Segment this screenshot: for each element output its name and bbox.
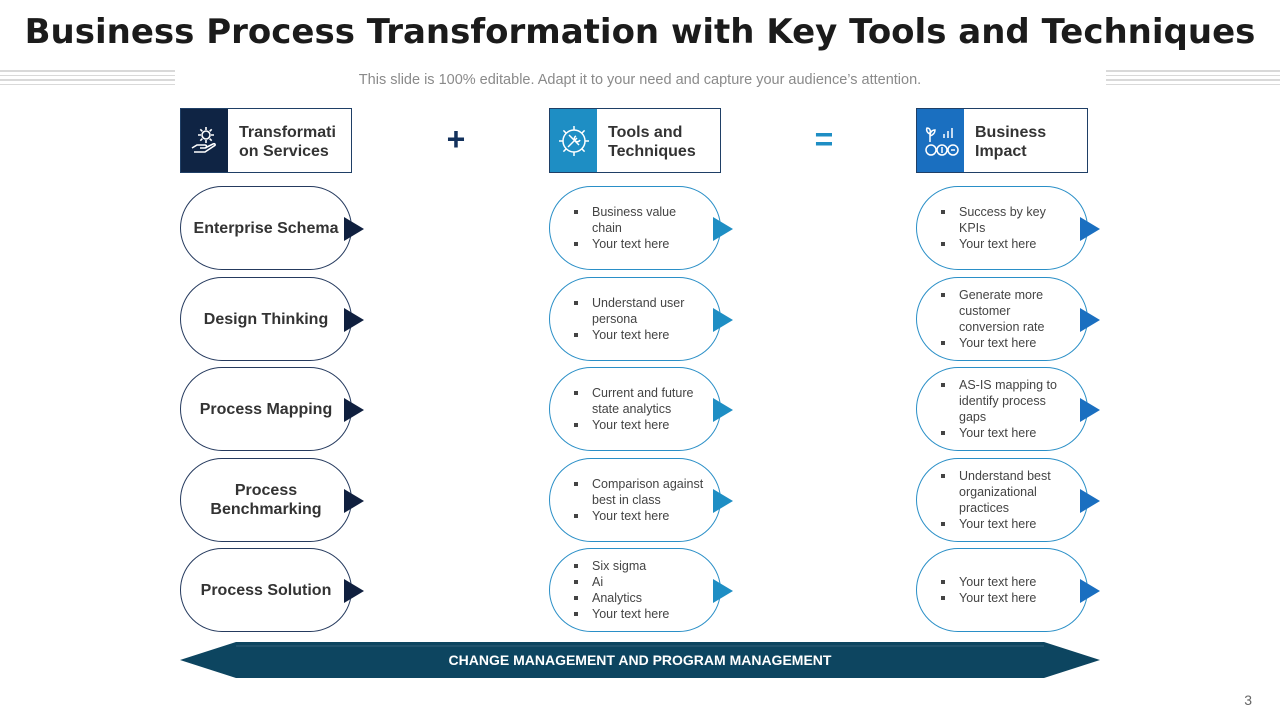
- bullet-list: Business value chain Your text here: [572, 187, 706, 269]
- bullet-item: Your text here: [939, 516, 1073, 532]
- arrow-right-icon: [1080, 308, 1100, 332]
- bullet-item: Your text here: [572, 236, 706, 252]
- gear-hand-icon: [181, 109, 228, 172]
- arrow-right-icon: [1080, 217, 1100, 241]
- bullet-item: Ai: [572, 574, 706, 590]
- service-label: Process Mapping: [199, 400, 333, 418]
- bullet-item: Your text here: [939, 574, 1073, 590]
- arrow-right-icon: [713, 579, 733, 603]
- double-arrow-shape: [180, 642, 1100, 678]
- slide-title: Business Process Transformation with Key…: [24, 12, 1256, 52]
- bullet-item: Generate more customer conversion rate: [939, 287, 1073, 335]
- bullet-item: Your text here: [939, 335, 1073, 351]
- impact-pill: Success by key KPIs Your text here: [916, 186, 1100, 270]
- arrow-right-icon: [713, 398, 733, 422]
- tools-pill: Current and future state analytics Your …: [549, 367, 733, 451]
- bullet-list: Your text here Your text here: [939, 549, 1073, 631]
- impact-pill: Your text here Your text here: [916, 548, 1100, 632]
- bullet-item: Your text here: [572, 327, 706, 343]
- decorative-lines-right: [1106, 70, 1280, 89]
- arrow-right-icon: [713, 489, 733, 513]
- banner-label: CHANGE MANAGEMENT AND PROGRAM MANAGEMENT: [448, 652, 832, 668]
- arrow-right-icon: [1080, 489, 1100, 513]
- arrow-right-icon: [713, 308, 733, 332]
- service-pill: Process Benchmarking: [180, 458, 364, 542]
- equals-operator-icon: =: [814, 121, 834, 157]
- bullet-item: Success by key KPIs: [939, 204, 1073, 236]
- header-transformation-services: Transformati on Services: [180, 108, 352, 173]
- growth-coins-icon: [917, 109, 964, 172]
- arrow-right-icon: [344, 308, 364, 332]
- bullet-item: Your text here: [939, 425, 1073, 441]
- bullet-list: Success by key KPIs Your text here: [939, 187, 1073, 269]
- plus-operator-icon: +: [446, 121, 466, 157]
- service-label: Process Solution: [200, 581, 332, 599]
- change-management-banner: CHANGE MANAGEMENT AND PROGRAM MANAGEMENT: [180, 642, 1100, 678]
- bullet-item: Six sigma: [572, 558, 706, 574]
- bullet-item: Your text here: [572, 606, 706, 622]
- tools-pill: Understand user persona Your text here: [549, 277, 733, 361]
- service-pill: Design Thinking: [180, 277, 364, 361]
- bullet-list: Generate more customer conversion rate Y…: [939, 278, 1073, 360]
- bullet-list: Comparison against best in class Your te…: [572, 459, 706, 541]
- bullet-item: Your text here: [939, 590, 1073, 606]
- bullet-item: Your text here: [572, 417, 706, 433]
- arrow-right-icon: [344, 217, 364, 241]
- bullet-list: Understand user persona Your text here: [572, 278, 706, 360]
- arrow-right-icon: [1080, 579, 1100, 603]
- bullet-item: AS-IS mapping to identify process gaps: [939, 377, 1073, 425]
- bullet-list: Current and future state analytics Your …: [572, 368, 706, 450]
- impact-pill: Generate more customer conversion rate Y…: [916, 277, 1100, 361]
- bullet-item: Understand best organizational practices: [939, 468, 1073, 516]
- header-tools-techniques: Tools and Techniques: [549, 108, 721, 173]
- header-label: Transformati on Services: [239, 124, 336, 160]
- bullet-list: Understand best organizational practices…: [939, 459, 1073, 541]
- bullet-item: Your text here: [572, 508, 706, 524]
- bullet-item: Current and future state analytics: [572, 385, 706, 417]
- arrow-right-icon: [1080, 398, 1100, 422]
- service-label: Design Thinking: [203, 310, 329, 328]
- service-label: Process Benchmarking: [210, 482, 322, 518]
- tools-pill: Business value chain Your text here: [549, 186, 733, 270]
- service-pill: Enterprise Schema: [180, 186, 364, 270]
- bullet-item: Understand user persona: [572, 295, 706, 327]
- arrow-right-icon: [344, 579, 364, 603]
- arrow-right-icon: [713, 217, 733, 241]
- service-pill: Process Solution: [180, 548, 364, 632]
- bullet-list: AS-IS mapping to identify process gaps Y…: [939, 368, 1073, 450]
- decorative-lines-left: [0, 70, 175, 89]
- bullet-item: Comparison against best in class: [572, 476, 706, 508]
- arrow-right-icon: [344, 489, 364, 513]
- header-label: Business Impact: [975, 124, 1047, 160]
- bullet-item: Your text here: [939, 236, 1073, 252]
- service-label: Enterprise Schema: [193, 219, 339, 237]
- impact-pill: Understand best organizational practices…: [916, 458, 1100, 542]
- slide-subtitle: This slide is 100% editable. Adapt it to…: [358, 72, 922, 88]
- header-business-impact: Business Impact: [916, 108, 1088, 173]
- bullet-list: Six sigma Ai Analytics Your text here: [572, 549, 706, 631]
- tools-pill: Six sigma Ai Analytics Your text here: [549, 548, 733, 632]
- bullet-item: Business value chain: [572, 204, 706, 236]
- bullet-item: Analytics: [572, 590, 706, 606]
- header-label: Tools and Techniques: [608, 124, 696, 160]
- page-number: 3: [1244, 692, 1252, 708]
- tools-pill: Comparison against best in class Your te…: [549, 458, 733, 542]
- service-pill: Process Mapping: [180, 367, 364, 451]
- tools-gear-icon: [550, 109, 597, 172]
- arrow-right-icon: [344, 398, 364, 422]
- impact-pill: AS-IS mapping to identify process gaps Y…: [916, 367, 1100, 451]
